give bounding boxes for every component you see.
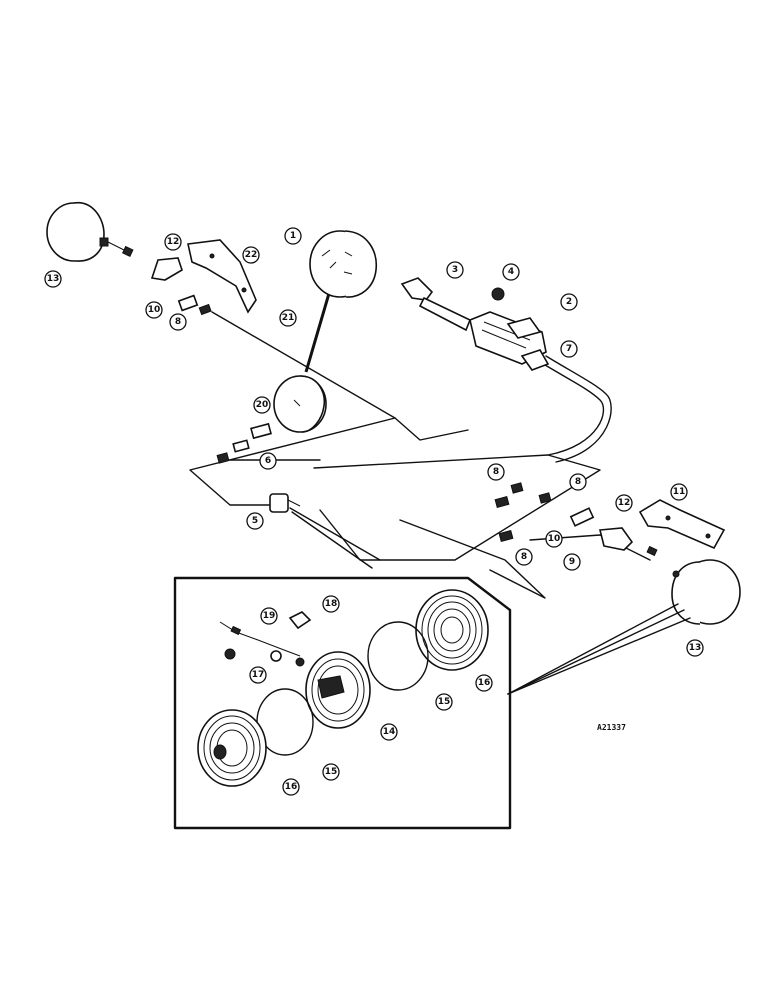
diagram-ref: A21337	[597, 723, 626, 732]
svg-text:3: 3	[452, 265, 458, 275]
svg-text:2: 2	[566, 297, 572, 307]
svg-text:8: 8	[493, 467, 499, 477]
svg-text:1: 1	[290, 231, 296, 241]
callout-5: 5	[246, 512, 264, 530]
svg-text:13: 13	[689, 643, 702, 653]
callout-17: 17	[249, 666, 267, 684]
callout-21: 21	[279, 309, 297, 327]
left-connectors	[177, 294, 212, 316]
svg-text:13: 13	[47, 274, 60, 284]
sender	[269, 493, 301, 513]
callout-10-left: 10	[145, 301, 163, 319]
svg-text:7: 7	[566, 344, 572, 354]
callout-6: 6	[259, 452, 277, 470]
svg-text:12: 12	[618, 498, 631, 508]
callout-12-left: 12	[164, 233, 182, 251]
svg-text:18: 18	[325, 599, 338, 609]
svg-text:15: 15	[438, 697, 451, 707]
callout-13-left: 13	[44, 270, 62, 288]
callout-12-right: 12	[615, 494, 633, 512]
left-brackets	[150, 239, 257, 314]
callout-18: 18	[322, 595, 340, 613]
svg-text:14: 14	[383, 727, 396, 737]
svg-text:9: 9	[569, 557, 575, 567]
callout-19: 19	[260, 607, 278, 625]
callout-8-right-bottom: 8	[515, 548, 533, 566]
svg-text:6: 6	[265, 456, 271, 466]
right-brackets	[598, 499, 726, 551]
callout-15-bottom: 15	[322, 763, 340, 781]
svg-text:20: 20	[256, 400, 269, 410]
svg-text:5: 5	[252, 516, 258, 526]
callout-16-top: 16	[475, 674, 493, 692]
callout-20: 20	[253, 396, 271, 414]
callout-3: 3	[446, 261, 464, 279]
svg-text:11: 11	[673, 487, 686, 497]
callout-14: 14	[380, 723, 398, 741]
callout-11: 11	[670, 483, 688, 501]
svg-text:8: 8	[521, 552, 527, 562]
svg-text:8: 8	[575, 477, 581, 487]
wiring-harness	[189, 289, 651, 599]
callout-9: 9	[563, 553, 581, 571]
lamp-detail-box	[173, 576, 691, 830]
callout-15-top: 15	[435, 693, 453, 711]
svg-text:19: 19	[263, 611, 276, 621]
callout-8-right-mid: 8	[569, 473, 587, 491]
svg-text:16: 16	[285, 782, 298, 792]
callout-16-bottom: 16	[282, 778, 300, 796]
callout-7: 7	[560, 340, 578, 358]
callout-8-right-top: 8	[487, 463, 505, 481]
callout-1: 1	[284, 227, 302, 245]
svg-text:12: 12	[167, 237, 180, 247]
svg-text:21: 21	[282, 313, 295, 323]
svg-text:15: 15	[325, 767, 338, 777]
callout-13-right: 13	[686, 639, 704, 657]
svg-text:10: 10	[548, 534, 561, 544]
svg-text:17: 17	[252, 670, 265, 680]
callout-2: 2	[560, 293, 578, 311]
meter	[216, 375, 327, 464]
right-lamp	[671, 559, 741, 625]
right-connectors	[494, 482, 658, 557]
callout-10-right: 10	[545, 530, 563, 548]
gauge	[309, 230, 377, 298]
callout-8-left: 8	[169, 313, 187, 331]
svg-text:22: 22	[245, 250, 258, 260]
svg-text:8: 8	[175, 317, 181, 327]
left-lamp	[46, 202, 134, 262]
switch-assembly	[400, 277, 550, 371]
callout-4: 4	[502, 263, 520, 281]
svg-text:16: 16	[478, 678, 491, 688]
svg-text:10: 10	[148, 305, 161, 315]
callout-22: 22	[242, 246, 260, 264]
svg-text:4: 4	[508, 267, 514, 277]
